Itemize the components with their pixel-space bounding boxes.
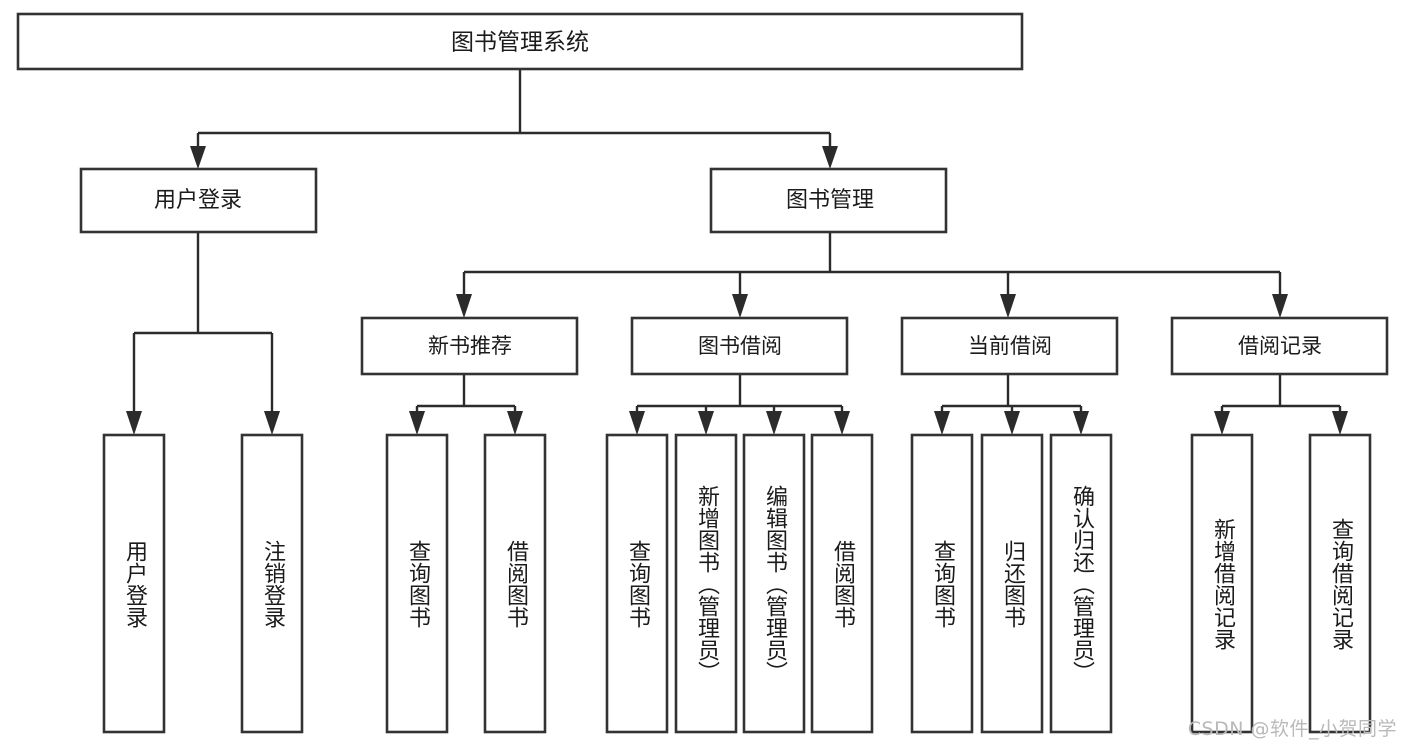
node-leaf-logout-login[interactable]: 注销登录 bbox=[240, 433, 304, 734]
arrow-head-leaf-borrow-book-rec bbox=[507, 411, 523, 435]
node-book-borrow-box bbox=[630, 316, 849, 376]
node-leaf-add-book-admin-label: 新增图书（管理员） bbox=[694, 485, 720, 683]
node-leaf-confirm-return[interactable]: 确认归还（管理员） bbox=[1049, 433, 1113, 734]
watermark: CSDN @软件_小贺同学 bbox=[1187, 718, 1397, 740]
node-leaf-query-book-bor[interactable]: 查询图书 bbox=[605, 433, 669, 734]
node-root[interactable]: 图书管理系统 bbox=[16, 12, 1024, 71]
node-new-book-recommend-label: 新书推荐 bbox=[428, 334, 512, 358]
node-borrow-record-box bbox=[1170, 316, 1389, 376]
node-leaf-query-borrow-rec[interactable]: 查询借阅记录 bbox=[1308, 433, 1372, 734]
node-leaf-query-book-cur[interactable]: 查询图书 bbox=[910, 433, 974, 734]
arrow-head-leaf-add-book-admin bbox=[698, 411, 714, 435]
node-leaf-edit-book-admin-box bbox=[742, 433, 806, 734]
node-leaf-query-book-rec[interactable]: 查询图书 bbox=[385, 433, 449, 734]
node-new-book-recommend[interactable]: 新书推荐 bbox=[360, 316, 579, 376]
node-new-book-recommend-box bbox=[360, 316, 579, 376]
node-user-login-label: 用户登录 bbox=[154, 188, 242, 213]
connector-group-book-manage bbox=[456, 232, 1288, 318]
node-leaf-add-book-admin-box bbox=[674, 433, 738, 734]
arrow-head-book-borrow bbox=[732, 294, 748, 318]
connector-group-new-book-recommend bbox=[409, 374, 523, 435]
node-leaf-add-borrow-record[interactable]: 新增借阅记录 bbox=[1190, 433, 1254, 734]
node-leaf-borrow-book-bor-label: 借阅图书 bbox=[830, 540, 856, 628]
node-leaf-return-book-box bbox=[980, 433, 1044, 734]
node-leaf-query-borrow-rec-label: 查询借阅记录 bbox=[1328, 518, 1354, 650]
arrow-head-leaf-return-book bbox=[1004, 411, 1020, 435]
node-leaf-query-borrow-rec-box bbox=[1308, 433, 1372, 734]
node-borrow-record-label: 借阅记录 bbox=[1238, 334, 1322, 358]
node-leaf-borrow-book-bor[interactable]: 借阅图书 bbox=[810, 433, 874, 734]
arrow-head-leaf-borrow-book-bor bbox=[834, 411, 850, 435]
node-current-borrow-box bbox=[900, 316, 1119, 376]
arrow-head-current-borrow bbox=[1000, 294, 1016, 318]
node-leaf-add-borrow-record-label: 新增借阅记录 bbox=[1210, 518, 1236, 650]
node-leaf-user-login-box bbox=[102, 433, 166, 734]
node-leaf-query-book-bor-label: 查询图书 bbox=[625, 540, 651, 628]
node-current-borrow[interactable]: 当前借阅 bbox=[900, 316, 1119, 376]
node-user-login-box bbox=[79, 167, 318, 234]
node-leaf-user-login[interactable]: 用户登录 bbox=[102, 433, 166, 734]
node-leaf-logout-login-label: 注销登录 bbox=[260, 540, 286, 628]
connector-group-root bbox=[190, 69, 838, 169]
node-leaf-edit-book-admin-label: 编辑图书（管理员） bbox=[762, 485, 788, 683]
node-leaf-confirm-return-box bbox=[1049, 433, 1113, 734]
node-book-manage-box bbox=[709, 167, 948, 234]
connector-group-user-login bbox=[126, 232, 280, 435]
node-leaf-user-login-label: 用户登录 bbox=[122, 540, 148, 628]
node-leaf-borrow-book-rec-box bbox=[483, 433, 547, 734]
node-leaf-query-book-cur-box bbox=[910, 433, 974, 734]
node-leaf-edit-book-admin[interactable]: 编辑图书（管理员） bbox=[742, 433, 806, 734]
node-leaf-add-borrow-record-box bbox=[1190, 433, 1254, 734]
arrow-head-leaf-add-borrow-record bbox=[1214, 411, 1230, 435]
arrow-head-new-book-recommend bbox=[456, 294, 472, 318]
node-leaf-query-book-bor-box bbox=[605, 433, 669, 734]
node-leaf-borrow-book-rec[interactable]: 借阅图书 bbox=[483, 433, 547, 734]
node-leaf-borrow-book-rec-label: 借阅图书 bbox=[503, 540, 529, 628]
connector-group-current-borrow bbox=[934, 374, 1089, 435]
node-leaf-return-book-label: 归还图书 bbox=[1000, 540, 1026, 628]
node-current-borrow-label: 当前借阅 bbox=[968, 334, 1052, 358]
arrow-head-leaf-query-book-bor bbox=[629, 411, 645, 435]
connector-group-borrow-record bbox=[1214, 374, 1348, 435]
node-book-manage-label: 图书管理 bbox=[786, 188, 874, 213]
arrow-head-leaf-query-borrow-rec bbox=[1332, 411, 1348, 435]
arrow-head-borrow-record bbox=[1272, 294, 1288, 318]
node-leaf-query-book-rec-box bbox=[385, 433, 449, 734]
node-root-label: 图书管理系统 bbox=[451, 30, 589, 56]
node-borrow-record[interactable]: 借阅记录 bbox=[1170, 316, 1389, 376]
arrow-head-leaf-confirm-return bbox=[1073, 411, 1089, 435]
arrow-head-leaf-edit-book-admin bbox=[766, 411, 782, 435]
arrow-head-leaf-logout-login bbox=[264, 411, 280, 435]
node-leaf-add-book-admin[interactable]: 新增图书（管理员） bbox=[674, 433, 738, 734]
node-leaf-query-book-rec-label: 查询图书 bbox=[405, 540, 431, 628]
node-leaf-confirm-return-label: 确认归还（管理员） bbox=[1069, 485, 1095, 683]
node-leaf-borrow-book-bor-box bbox=[810, 433, 874, 734]
arrow-head-leaf-query-book-rec bbox=[409, 411, 425, 435]
node-leaf-query-book-cur-label: 查询图书 bbox=[930, 540, 956, 628]
node-book-manage[interactable]: 图书管理 bbox=[709, 167, 948, 234]
node-leaf-logout-login-box bbox=[240, 433, 304, 734]
arrow-head-user-login bbox=[190, 146, 206, 169]
node-book-borrow[interactable]: 图书借阅 bbox=[630, 316, 849, 376]
arrow-head-leaf-user-login bbox=[126, 411, 142, 435]
arrow-head-book-manage bbox=[822, 146, 838, 169]
node-leaf-return-book[interactable]: 归还图书 bbox=[980, 433, 1044, 734]
node-root-box bbox=[16, 12, 1024, 71]
arrow-head-leaf-query-book-cur bbox=[934, 411, 950, 435]
node-user-login[interactable]: 用户登录 bbox=[79, 167, 318, 234]
node-book-borrow-label: 图书借阅 bbox=[698, 334, 782, 358]
connector-group-book-borrow bbox=[629, 374, 850, 435]
